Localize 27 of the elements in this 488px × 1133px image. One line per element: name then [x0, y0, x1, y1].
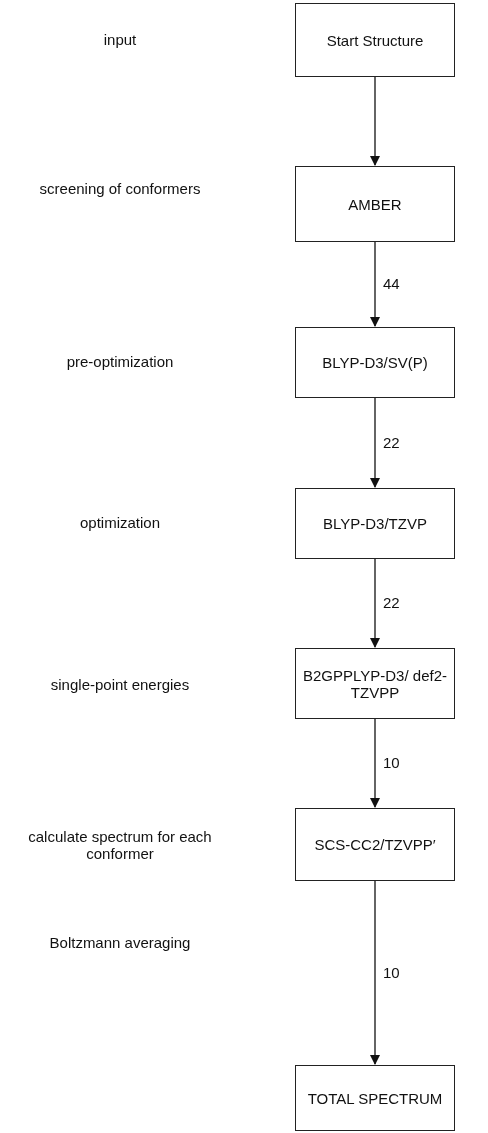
- step-description: Boltzmann averaging: [48, 934, 192, 951]
- arrow: [370, 397, 380, 488]
- box-label: B2GPPLYP-D3/ def2-TZVPP: [302, 666, 448, 701]
- process-box: [295, 3, 455, 77]
- step-description: pre-optimization: [65, 353, 175, 370]
- process-box: [295, 648, 455, 719]
- box-label: BLYP-D3/SV(P): [322, 354, 428, 371]
- box-label: SCS-CC2/TZVPP′: [314, 836, 436, 853]
- box-label: Start Structure: [326, 31, 424, 49]
- step-description: screening of conformers: [38, 180, 202, 197]
- arrow: [370, 76, 380, 166]
- box-label: TOTAL SPECTRUM: [307, 1089, 443, 1107]
- arrow: [370, 558, 380, 648]
- process-box: [295, 1065, 455, 1131]
- box-label: AMBER: [348, 195, 402, 213]
- process-box: [295, 166, 455, 242]
- step-description: optimization: [78, 514, 161, 531]
- arrow: [370, 880, 380, 1065]
- process-box: [295, 488, 455, 559]
- box-label: BLYP-D3/TZVP: [323, 515, 427, 532]
- process-box: [295, 808, 455, 881]
- arrow: [370, 718, 380, 808]
- step-description: input: [102, 31, 138, 48]
- process-box: [295, 327, 455, 398]
- arrow: [370, 241, 380, 327]
- step-description: calculate spectrum for each conformer: [27, 828, 213, 862]
- step-description: single-point energies: [49, 676, 191, 693]
